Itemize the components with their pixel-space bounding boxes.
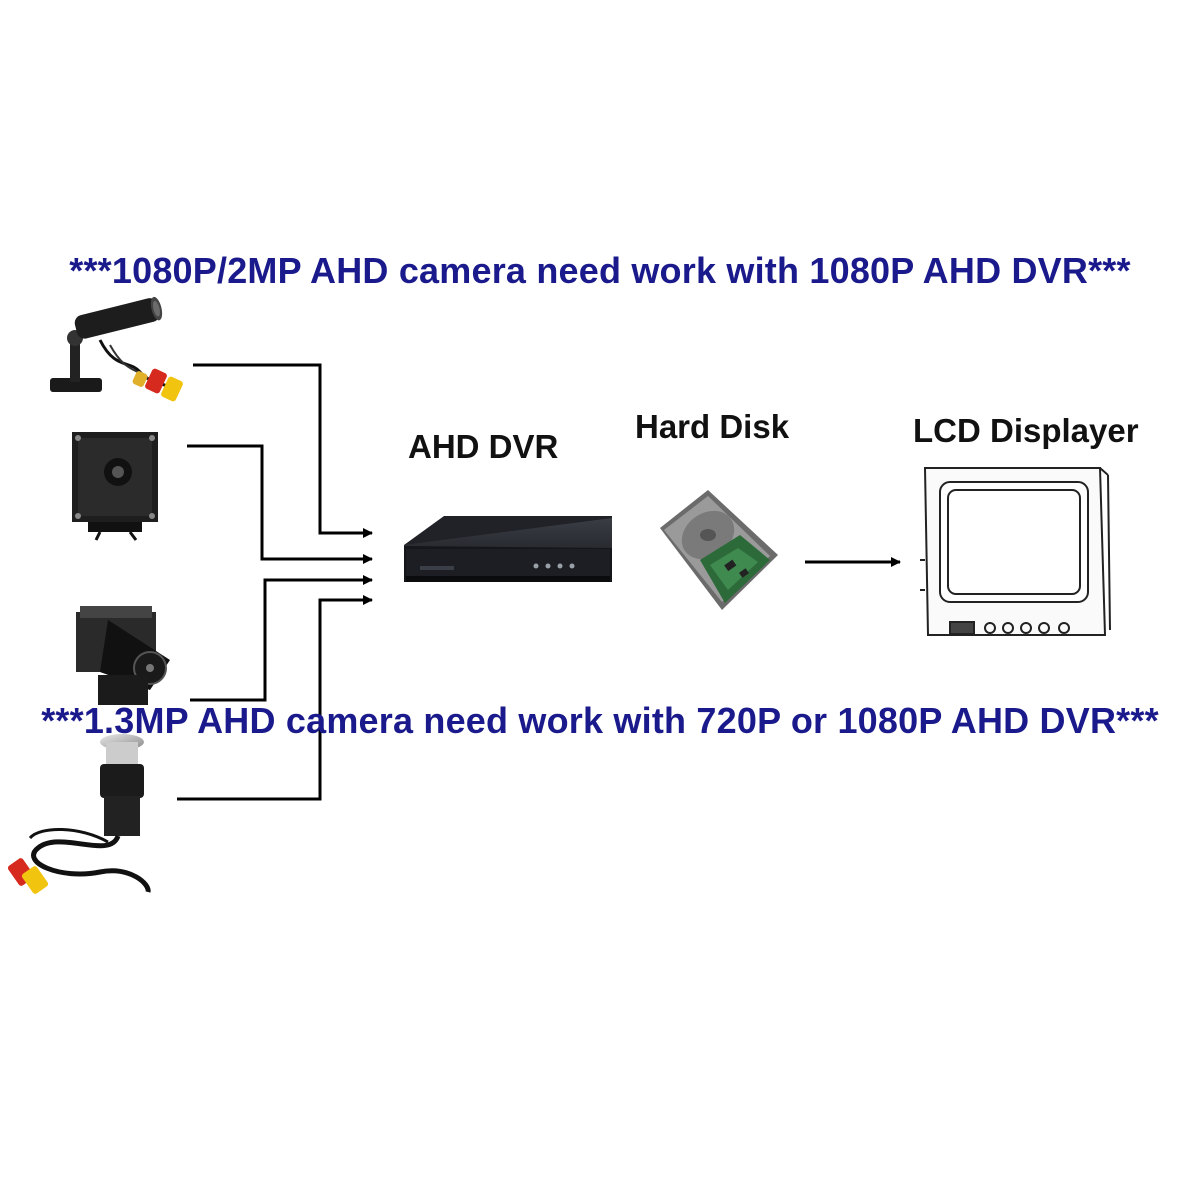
dvr-label: AHD DVR xyxy=(408,428,559,465)
compatibility-note-1-3mp: ***1.3MP AHD camera need work with 720P … xyxy=(41,700,1159,741)
line-camera-1 xyxy=(193,363,373,538)
line-camera-2 xyxy=(187,444,373,564)
lcd-monitor-icon xyxy=(920,467,1111,636)
hard-disk-icon xyxy=(660,490,778,610)
camera-connection-lines xyxy=(177,363,373,801)
compatibility-note-1080p: ***1080P/2MP AHD camera need work with 1… xyxy=(69,250,1131,291)
square-mini-camera-icon xyxy=(72,432,158,541)
bullet-camera-icon xyxy=(50,296,183,402)
line-camera-3 xyxy=(190,575,373,702)
pinhole-lens-camera-icon xyxy=(7,734,151,894)
line-camera-4 xyxy=(177,595,373,801)
pinhole-mini-camera-icon xyxy=(76,606,170,705)
hard-disk-label: Hard Disk xyxy=(635,408,790,445)
dvr-recorder-icon xyxy=(404,516,612,582)
lcd-displayer-label: LCD Displayer xyxy=(913,412,1139,449)
